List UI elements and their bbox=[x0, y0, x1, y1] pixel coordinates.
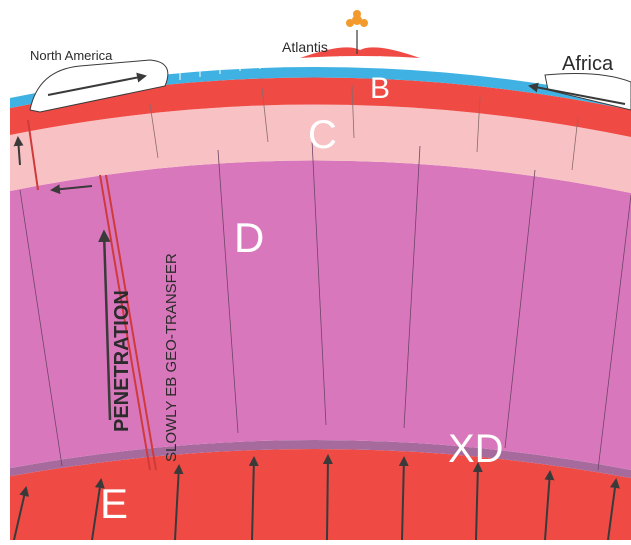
geo-transfer-label: SLOWLY EB GEO-TRANSFER bbox=[163, 253, 180, 462]
mid-ocean-ridge bbox=[300, 47, 420, 58]
penetration-label: PENETRATION bbox=[111, 290, 133, 432]
layer-d-dividers bbox=[19, 139, 631, 471]
layer-b-label: B bbox=[370, 72, 390, 105]
north-america-label: North America bbox=[30, 48, 113, 63]
westward-flow-arrow bbox=[50, 184, 93, 195]
north-america-plate bbox=[29, 59, 169, 113]
layer-c-region bbox=[10, 104, 631, 193]
atlantis-label: Atlantis bbox=[282, 39, 328, 55]
layer-e-label: E bbox=[100, 480, 128, 527]
left-up-arrow bbox=[13, 136, 24, 166]
penetration-arrow bbox=[98, 229, 112, 421]
crust-ticks bbox=[179, 56, 501, 80]
layer-c-dividers bbox=[149, 84, 579, 171]
layer-xd-band bbox=[10, 440, 631, 478]
layer-c-label: C bbox=[308, 113, 337, 157]
africa-label: Africa bbox=[562, 53, 614, 75]
mantle-flow-arrows bbox=[13, 454, 620, 540]
volcano-icon bbox=[346, 10, 368, 54]
africa-plate bbox=[528, 73, 631, 111]
layer-d-label: D bbox=[234, 214, 264, 261]
crust-b-region bbox=[10, 77, 631, 137]
subduction-fault bbox=[27, 119, 157, 471]
layer-xd-label: XD bbox=[448, 427, 504, 471]
